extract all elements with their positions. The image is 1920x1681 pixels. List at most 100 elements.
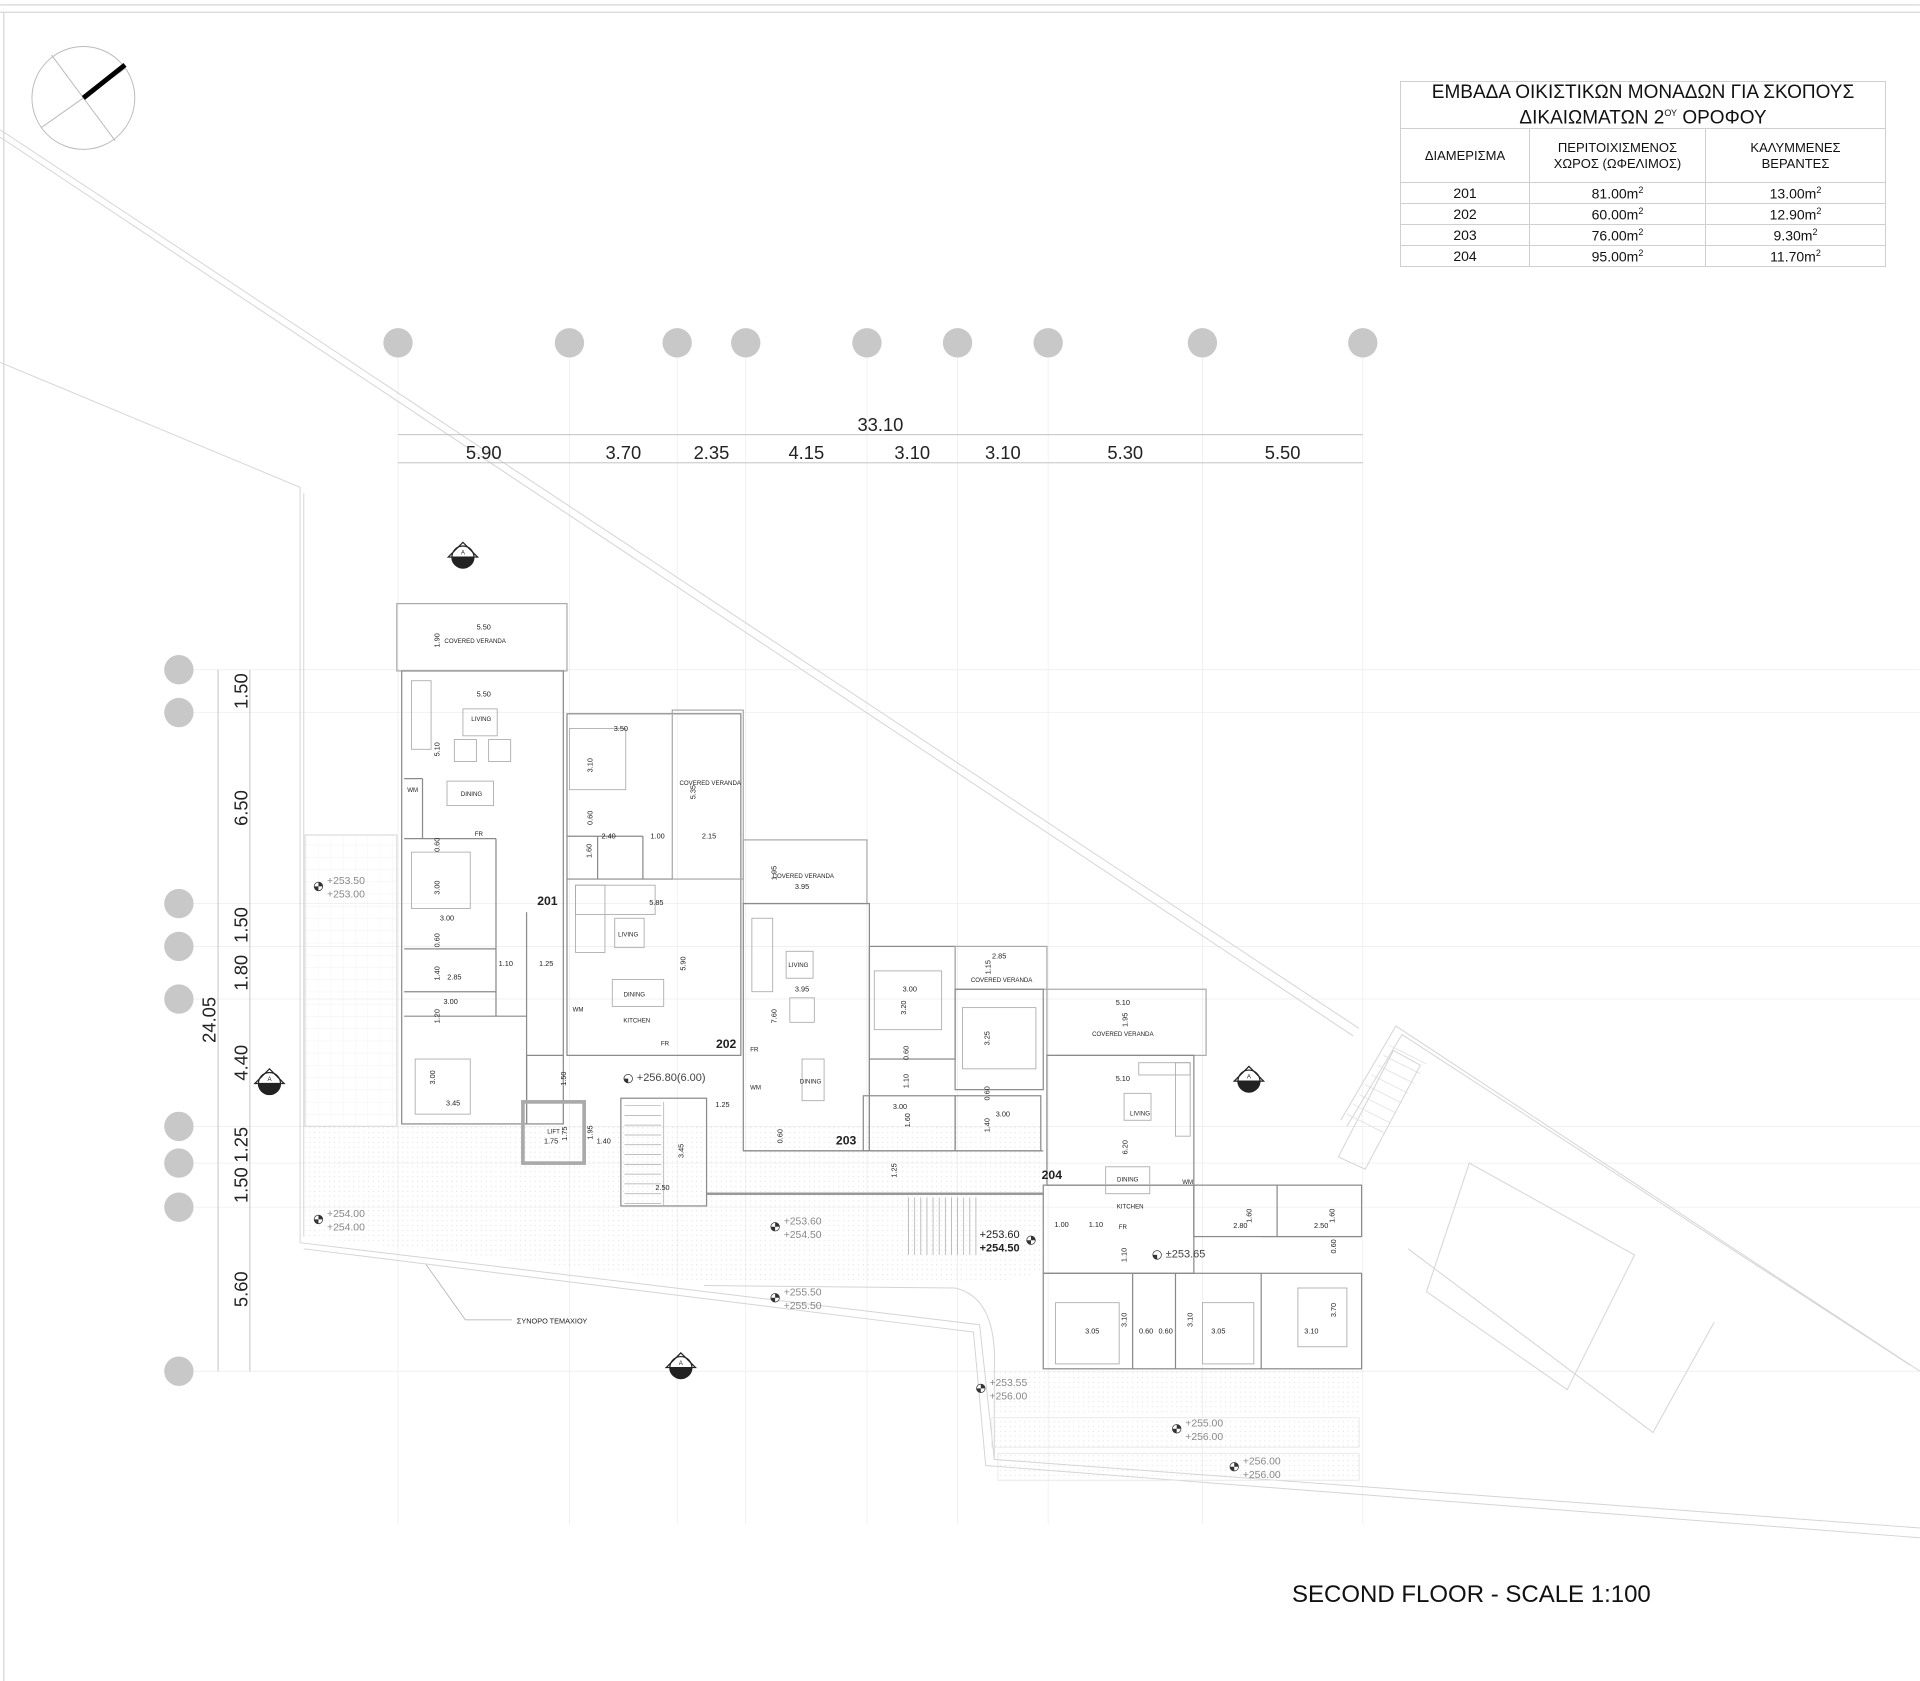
header-label: ΠΕΡΙΤΟΙΧΙΣΜΕΝΟΣ <box>1557 139 1678 155</box>
internal-stairs <box>624 1101 977 1255</box>
level-marker-icon <box>1229 1462 1239 1472</box>
table-row: 202 60.00m2 12.90m2 <box>1400 203 1886 226</box>
room-dimension: 2.85 <box>447 972 461 981</box>
level-marker-icon <box>313 881 324 892</box>
dimension-segment: 3.70 <box>605 442 641 463</box>
room-label: DINING <box>624 992 646 999</box>
dimension-segment: 5.50 <box>1265 442 1301 463</box>
dimension-segment: 3.10 <box>985 442 1021 463</box>
room-label: DINING <box>461 791 483 798</box>
level-annotation: +256.00+256.00 <box>1229 1456 1281 1481</box>
room-dimension: 0.60 <box>586 811 595 825</box>
room-dimension: 1.75 <box>560 1127 569 1141</box>
grid-bubble-icon <box>1187 328 1218 358</box>
room-label: FR <box>1119 1224 1128 1231</box>
room-dimension: 0.60 <box>1159 1326 1173 1335</box>
room-dimension: 3.00 <box>444 997 458 1006</box>
room-dimension: 0.60 <box>775 1129 784 1143</box>
room-dimension: 3.00 <box>996 1110 1010 1119</box>
room-dimension: 5.50 <box>477 622 491 631</box>
level-annotation: +253.50+253.00 <box>313 876 365 900</box>
title-part: ΟΡΟΦΟΥ <box>1677 107 1767 129</box>
unit: m <box>1626 248 1639 265</box>
enclosed-area-cell: 95.00m2 <box>1529 245 1706 268</box>
room-dimension: 0.60 <box>982 1086 991 1100</box>
room-dimension: 5.10 <box>1116 998 1130 1007</box>
header-label: ΒΕΡΑΝΤΕΣ <box>1761 155 1830 171</box>
room-dimension: 3.95 <box>795 882 809 891</box>
dimension-segment: 1.80 <box>230 955 251 991</box>
dimension-segment: 5.30 <box>1107 442 1143 463</box>
room-label: COVERED VERANDA <box>773 873 835 880</box>
furniture <box>411 680 1348 1365</box>
room-dimension: 3.45 <box>676 1144 685 1158</box>
enclosed-area-cell: 60.00m2 <box>1529 203 1706 226</box>
plan-title: SECOND FLOOR - SCALE 1:100 <box>1292 1581 1651 1608</box>
section-marker-icon: A <box>446 541 480 569</box>
leader-line <box>425 1264 512 1321</box>
dimension-segment: 5.90 <box>466 442 502 463</box>
room-label: WM <box>407 787 418 794</box>
level-value-top: +253.60 <box>784 1216 822 1227</box>
room-label: LIVING <box>788 962 808 969</box>
room-dimension: 5.90 <box>679 956 688 970</box>
unit: m <box>1804 185 1817 202</box>
veranda-area-cell: 13.00m2 <box>1705 182 1886 205</box>
unit-sup: 2 <box>1638 227 1644 237</box>
unit-sup: 2 <box>1816 206 1822 216</box>
room-label: KITCHEN <box>623 1017 650 1024</box>
level-marker-icon <box>313 1214 324 1225</box>
unit: m <box>1800 227 1813 244</box>
level-marker-icon <box>770 1222 780 1232</box>
room-dimension: 3.50 <box>614 724 628 733</box>
level-annotation: +253.60+254.50 <box>980 1229 1036 1254</box>
level-value: ±253.65 <box>1166 1248 1206 1260</box>
header-label: ΔΙΑΜΕΡΙΣΜΑ <box>1424 147 1506 163</box>
unit-cell: 202 <box>1400 203 1530 226</box>
header-label: ΚΑΛΥΜΜΕΝΕΣ <box>1750 139 1841 155</box>
grid-bubble-icon <box>164 1148 194 1178</box>
room-label: LIVING <box>1130 1110 1150 1117</box>
room-label: LIVING <box>618 932 638 939</box>
unit: m <box>1626 185 1639 202</box>
level-marker-icon <box>1026 1235 1036 1245</box>
room-dimension: 3.00 <box>428 1070 437 1084</box>
room-dimension: 1.60 <box>584 844 593 858</box>
room-dimension: 1.40 <box>982 1118 991 1132</box>
room-dimension: 0.60 <box>433 838 442 852</box>
grid-bubble-icon <box>164 697 194 728</box>
room-dimension: 5.10 <box>433 742 442 756</box>
level-value-top: +255.00 <box>1185 1418 1223 1429</box>
boundary-label: ΣΥΝΟΡΟ ΤΕΜΑΧΙΟΥ <box>517 1316 588 1325</box>
room-dimension: 5.85 <box>649 898 663 907</box>
construction-grid <box>193 357 1920 1525</box>
unit: m <box>1626 227 1639 244</box>
paved-area <box>304 1126 1041 1284</box>
dimension-lines <box>217 434 1363 1372</box>
grid-bubble-icon <box>164 931 194 962</box>
room-dimension: 1.50 <box>559 1071 568 1085</box>
room-label: LIFT <box>547 1129 560 1136</box>
room-dimension: 1.25 <box>715 1100 729 1109</box>
value: 13.00 <box>1769 185 1805 202</box>
table-row: 203 76.00m2 9.30m2 <box>1400 224 1886 247</box>
room-dimension: 3.10 <box>586 758 595 772</box>
room-label: WM <box>750 1085 761 1092</box>
sheet-frame <box>0 4 1920 1681</box>
section-marker-label: A <box>1247 1074 1252 1081</box>
unit: m <box>1804 206 1817 223</box>
table-title-line1: ΕΜΒΑΔΑ ΟΙΚΙΣΤΙΚΩΝ ΜΟΝΑΔΩΝ ΓΙΑ ΣΚΟΠΟΥΣ <box>1431 82 1855 103</box>
room-dimension: 2.85 <box>992 952 1006 961</box>
level-marker-icon <box>770 1293 780 1303</box>
room-dimension: 1.40 <box>597 1137 611 1146</box>
dimension-segment: 1.50 <box>230 907 251 943</box>
grid-bubble-icon <box>383 328 413 358</box>
room-dimension: 1.10 <box>902 1074 911 1088</box>
section-marker-label: A <box>267 1076 272 1083</box>
room-dimension: 2.50 <box>1314 1221 1328 1230</box>
room-dimension: 5.35 <box>689 785 698 799</box>
grid-bubble-icon <box>164 984 194 1014</box>
grid-bubble-icon <box>1033 328 1063 358</box>
room-dimension: 1.95 <box>769 866 778 880</box>
